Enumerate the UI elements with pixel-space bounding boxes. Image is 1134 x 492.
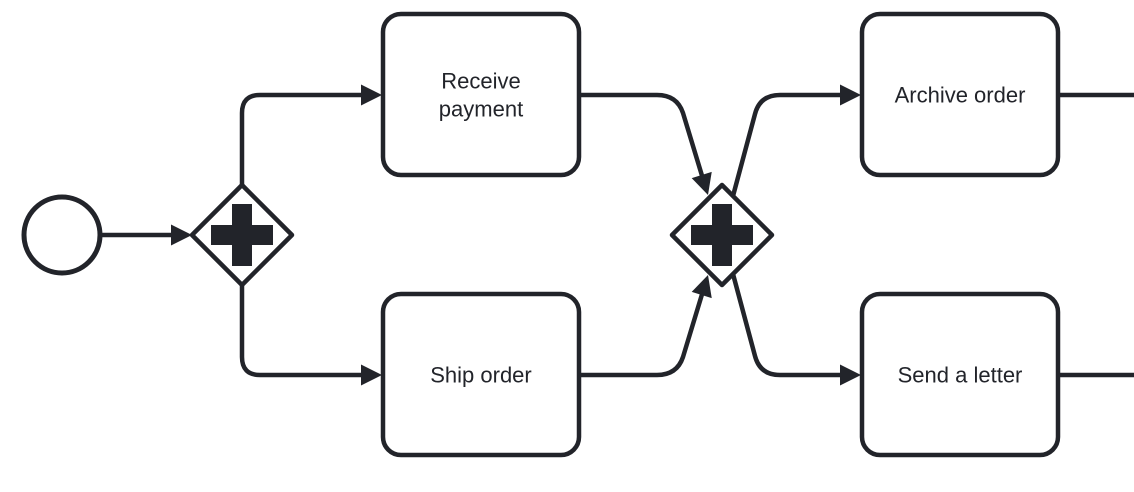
task-archive-order[interactable]: Archive order [859, 11, 1061, 178]
sequence-flow-line [579, 92, 706, 180]
flow-join-to-archive-order[interactable] [730, 84, 861, 197]
arrowhead-icon [840, 84, 861, 106]
start-event[interactable] [21, 194, 103, 276]
sequence-flow-line [730, 273, 843, 378]
task-ship-order[interactable]: Ship order [380, 291, 582, 458]
flow-receive-payment-to-join[interactable] [579, 92, 718, 198]
parallel-gateway-join[interactable] [669, 182, 775, 288]
task-label-line: Receive [441, 69, 520, 94]
arrowhead-icon [361, 84, 382, 106]
task-box [380, 11, 582, 178]
flow-start-to-split[interactable] [100, 224, 192, 246]
arrowhead-icon [691, 171, 712, 195]
task-label: Send a letter [898, 363, 1023, 388]
parallel-gateway-split[interactable] [189, 182, 295, 288]
arrowhead-icon [361, 364, 382, 386]
sequence-flow-line [239, 92, 364, 186]
task-label-line: Ship order [430, 363, 532, 388]
sequence-flow-line [239, 284, 364, 378]
arrowhead-icon [840, 364, 861, 386]
flow-split-to-receive-payment[interactable] [239, 84, 382, 187]
task-receive-payment[interactable]: Receive payment [380, 11, 582, 178]
task-label-line: payment [439, 97, 523, 122]
plus-icon [211, 204, 273, 266]
sequence-flow-line [730, 92, 843, 197]
task-label-line: Archive order [895, 83, 1026, 108]
flow-join-to-send-a-letter[interactable] [730, 273, 861, 386]
plus-icon [691, 204, 753, 266]
flow-ship-order-to-join[interactable] [579, 272, 718, 378]
task-box [380, 291, 582, 458]
start-event-circle [21, 194, 103, 276]
arrowhead-icon [691, 275, 712, 299]
task-label: Receive payment [439, 69, 523, 122]
task-label: Archive order [895, 83, 1026, 108]
task-label: Ship order [430, 363, 532, 388]
sequence-flow-line [579, 290, 706, 378]
task-label-line: Send a letter [898, 363, 1023, 388]
task-box [859, 291, 1061, 458]
arrowhead-icon [171, 224, 192, 246]
task-send-a-letter[interactable]: Send a letter [859, 291, 1061, 458]
task-box [859, 11, 1061, 178]
flow-split-to-ship-order[interactable] [239, 284, 382, 386]
